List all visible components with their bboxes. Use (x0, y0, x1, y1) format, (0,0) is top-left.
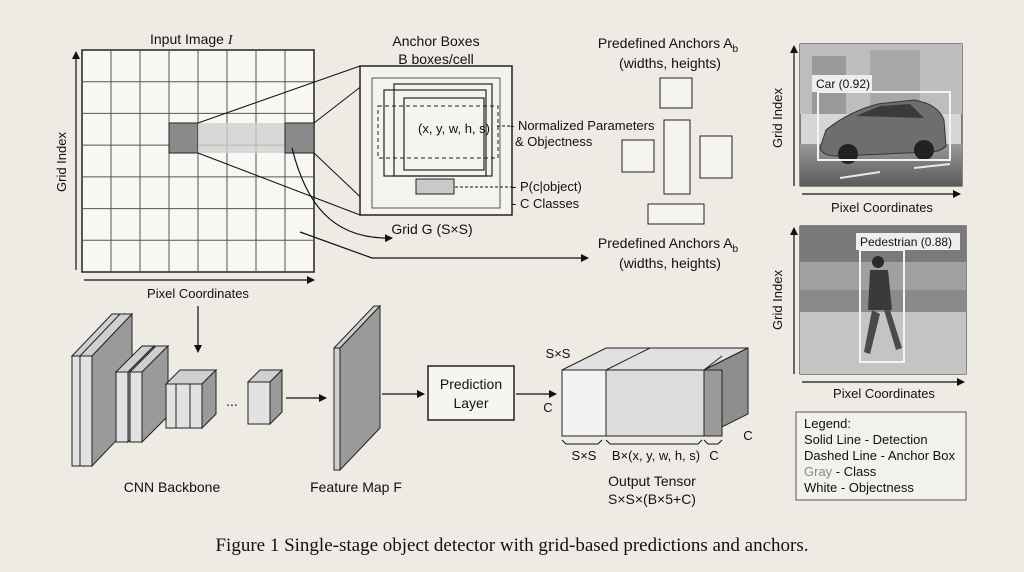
anchor-box-3 (403, 97, 485, 171)
input-image-panel: Input Image I Grid Index Pixel Coordinat… (54, 31, 315, 301)
pedestrian-detection-panel: Pedestrian (0.88) Grid Index Pixel Coord… (770, 225, 967, 401)
ped-x-label: Pixel Coordinates (833, 386, 935, 401)
predefined-anchors-top: Predefined Anchors Ab (widths, heights) (598, 35, 739, 225)
input-x-label: Pixel Coordinates (147, 286, 249, 301)
output-tensor: S×S C C S×S B×(x, y, w, h, s) C Output T… (543, 346, 752, 507)
cnn-ellipsis: ... (226, 393, 238, 409)
anchor-boxes-panel: Anchor Boxes B boxes/cell (x, y, w, h, s… (359, 33, 655, 237)
tensor-ss-block (561, 369, 607, 437)
tensor-bottom-ss: S×S (572, 448, 597, 463)
cnn-label: CNN Backbone (124, 479, 221, 495)
norm-label-2: & Objectness (515, 134, 593, 149)
legend-box (795, 411, 967, 501)
car-tag: Car (0.92) (816, 77, 870, 91)
input-y-label: Grid Index (54, 132, 69, 192)
cnn-backbone: ... CNN Backbone (70, 306, 284, 495)
tensor-title: Output Tensor (608, 473, 696, 489)
input-image-title: Input Image I (150, 31, 234, 48)
car-bbox (817, 91, 951, 161)
pc-label-2: - C Classes (512, 196, 580, 211)
zoom-inner-border (371, 77, 501, 209)
predefined-top-sub: (widths, heights) (619, 55, 721, 71)
tensor-right-label: C (743, 428, 752, 443)
predefined-top-title: Predefined Anchors Ab (598, 35, 739, 55)
class-prob-box (415, 178, 455, 195)
car-detection-panel: Car (0.92) Grid Index Pixel Coordinates (770, 43, 963, 215)
tensor-b-block (605, 369, 705, 437)
tensor-c-block (703, 369, 723, 437)
anchor-box-dashed (377, 105, 499, 159)
car-y-label: Grid Index (770, 88, 785, 148)
figure-caption: Figure 1 Single-stage object detector wi… (215, 535, 808, 556)
highlighted-cell (168, 122, 199, 154)
svg-text:Prediction: Prediction (440, 376, 502, 392)
legend-white: White - Objectness (804, 480, 914, 495)
highlighted-cell-right (284, 122, 315, 154)
prediction-layer: Prediction Layer (427, 365, 515, 421)
predefined-anchors-mid: Predefined Anchors Ab (widths, heights) (598, 235, 739, 271)
car-wheel-rear (914, 140, 934, 160)
tensor-bottom-c: C (709, 448, 718, 463)
grid-g-label: Grid G (S×S) (391, 221, 472, 237)
anchor-params: (x, y, w, h, s) (418, 121, 490, 136)
ped-y-label: Grid Index (770, 270, 785, 330)
legend: Legend: Solid Line - Detection Dashed Li… (795, 411, 967, 501)
pedestrian-tag: Pedestrian (0.88) (860, 235, 952, 249)
car-x-label: Pixel Coordinates (831, 200, 933, 215)
curve-arrow-to-grid (291, 147, 393, 243)
predefined-mid-sub: (widths, heights) (619, 255, 721, 271)
svg-text:Layer: Layer (453, 395, 488, 411)
legend-dashed: Dashed Line - Anchor Box (804, 448, 956, 463)
anchor-shape-wide (647, 203, 705, 225)
pedestrian-body (868, 270, 892, 310)
tensor-side-label: C (543, 400, 552, 415)
car-tag-bg (812, 75, 872, 92)
anchor-box-2 (393, 83, 493, 177)
feature-map: Feature Map F (310, 304, 402, 495)
norm-label-1: - Normalized Parameters (510, 118, 655, 133)
feature-map-label: Feature Map F (310, 479, 402, 495)
anchor-title-2: B boxes/cell (398, 51, 473, 67)
anchor-shape-right (699, 135, 733, 179)
tensor-bottom-b: B×(x, y, w, h, s) (612, 448, 700, 463)
anchor-title-1: Anchor Boxes (392, 33, 479, 49)
prediction-layer-box (427, 365, 515, 421)
anchor-shape-square (659, 77, 693, 109)
predefined-mid-title: Predefined Anchors Ab (598, 235, 739, 255)
tensor-top-label: S×S (546, 346, 571, 361)
pc-label-1: - P(c|object) (512, 179, 582, 194)
tensor-formula: S×S×(B×5+C) (608, 491, 696, 507)
cell-projection (198, 123, 285, 153)
pedestrian-tag-bg (856, 233, 960, 250)
arrow-to-predefined (299, 231, 589, 262)
legend-gray: Gray - Class (804, 464, 877, 479)
anchor-shape-left (621, 139, 655, 173)
legend-title: Legend: (804, 416, 851, 431)
legend-solid: Solid Line - Detection (804, 432, 928, 447)
anchor-shape-tall (663, 119, 691, 195)
